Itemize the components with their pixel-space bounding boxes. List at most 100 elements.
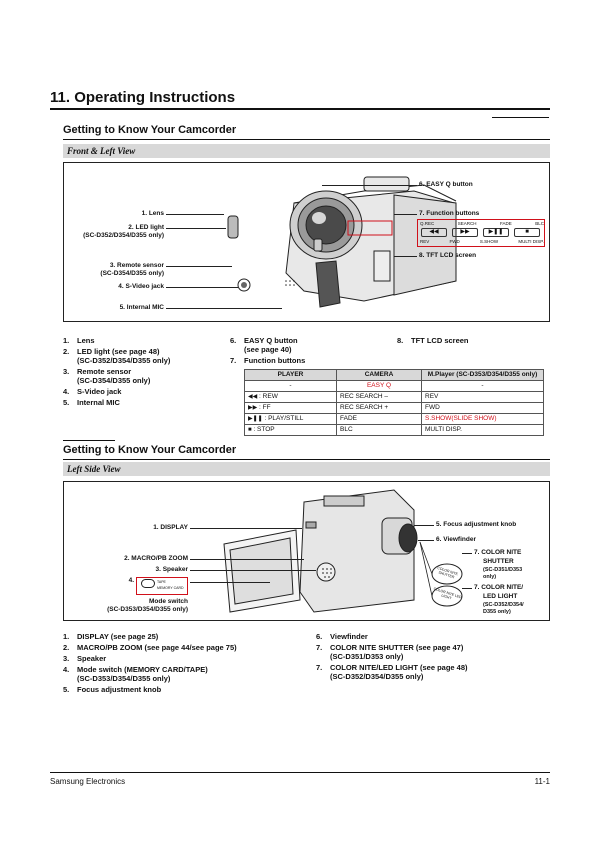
table-row: ◀◀ : REW REC SEARCH – REV <box>244 391 544 403</box>
camera-cell: BLC <box>336 424 422 436</box>
mode-switch-knob <box>141 579 155 588</box>
leader-line <box>462 553 472 554</box>
callout-function-buttons: 7. Function buttons <box>419 210 480 217</box>
fast-forward-button[interactable]: ▶▶ <box>452 228 478 237</box>
footer-rule <box>50 772 550 773</box>
callout-remote-models: (SC-D354/D355 only) <box>100 270 164 277</box>
play-pause-icon: ▶❚❚ <box>248 416 263 422</box>
callout-viewfinder: 6. Viewfinder <box>436 536 476 543</box>
table-row: ▶▶ : FF REC SEARCH + FWD <box>244 402 544 414</box>
callout-nite-led-models: (SC-D352/D354/ <box>483 602 524 608</box>
section-divider-mark <box>63 440 115 441</box>
callout-nite-led-2: LED LIGHT <box>483 593 518 600</box>
leader-line <box>394 214 417 215</box>
mplayer-cell: FWD <box>421 402 544 414</box>
list-item: 1.DISPLAY (see page 25) <box>63 632 159 641</box>
leader-line <box>166 214 224 215</box>
section2-rule <box>63 459 550 460</box>
table-row: ■ : STOP BLC MULTI DISP. <box>244 424 544 436</box>
front-view-figure: 1. Lens 2. LED light (SC-D352/D354/D355 … <box>63 162 550 322</box>
mplayer-cell: REV <box>421 391 544 403</box>
footer-page-number: 11-1 <box>534 777 550 786</box>
callout-macro: 2. MACRO/PB ZOOM <box>124 555 188 562</box>
player-cell: ■ : STOP <box>244 424 337 436</box>
callout-svideo: 4. S-Video jack <box>118 283 164 290</box>
camcorder-front-illustration <box>227 176 457 308</box>
table-header: PLAYER <box>244 369 337 381</box>
mode-switch-graphic: TAPE MEMORY CARD <box>136 577 188 595</box>
stop-icon: ■ <box>248 427 252 433</box>
func-top-label: FADE <box>499 221 512 226</box>
callout-nite-shutter-models: (SC-D351/D353 <box>483 567 523 573</box>
table-header-row: PLAYER CAMERA M.Player (SC-D353/D354/D35… <box>244 369 544 381</box>
list-item: 2.MACRO/PB ZOOM (see page 44/see page 75… <box>63 643 237 652</box>
rewind-icon: ◀◀ <box>248 394 258 400</box>
func-bottom-label: S.SHOW <box>479 239 499 244</box>
section2-list-col2: 6.Viewfinder 7.COLOR NITE SHUTTER (see p… <box>316 632 546 683</box>
func-top-label: BLC <box>535 221 544 226</box>
stop-button[interactable]: ■ <box>514 228 540 237</box>
callout-nite-led-models-2: D355 only) <box>483 609 511 615</box>
list-item: 6.EASY Q button(see page 40) <box>230 336 298 354</box>
leader-line <box>322 185 417 186</box>
list-item: 7.COLOR NITE/LED LIGHT (see page 48)(SC-… <box>316 663 468 681</box>
callout-nite-led: 7. COLOR NITE/ <box>474 584 524 591</box>
section2-list-col1: 1.DISPLAY (see page 25) 2.MACRO/PB ZOOM … <box>63 632 303 696</box>
callout-tft: 8. TFT LCD screen <box>419 252 477 259</box>
player-cell: ▶▶ : FF <box>244 402 337 414</box>
left-side-view-figure: COLOR NITE SHUTTER COLOR NITE LED LIGHT … <box>63 481 550 621</box>
section1-list-col1: 1.Lens 2.LED light (see page 48)(SC-D352… <box>63 336 223 409</box>
list-item: 7.Function buttons <box>230 356 306 365</box>
leader-line <box>190 559 304 560</box>
callout-speaker: 3. Speaker <box>155 566 188 573</box>
mplayer-cell: S.SHOW(SLIDE SHOW) <box>421 413 544 425</box>
func-bottom-label: FWD <box>449 239 460 244</box>
chapter-title: 11. Operating Instructions <box>50 89 236 106</box>
section1-list-col2: 6.EASY Q button(see page 40) 7.Function … <box>230 336 380 367</box>
section2-subheader: Left Side View <box>63 462 550 476</box>
leader-line <box>166 287 238 288</box>
func-top-labels: Q.REC SEARCH FADE BLC <box>420 221 544 226</box>
list-item: 2.LED light (see page 48)(SC-D352/D354/D… <box>63 347 171 365</box>
func-bottom-label: REV <box>420 239 430 244</box>
camera-cell: REC SEARCH + <box>336 402 422 414</box>
function-buttons-panel: Q.REC SEARCH FADE BLC ◀◀ ▶▶ ▶❚❚ ■ REV FW… <box>417 219 545 247</box>
camera-cell: REC SEARCH – <box>336 391 422 403</box>
callout-nite-shutter-2: SHUTTER <box>483 558 514 565</box>
leader-line <box>166 228 226 229</box>
func-top-label: Q.REC <box>420 221 435 226</box>
leader-line <box>414 525 434 526</box>
func-top-label: SEARCH <box>457 221 477 226</box>
callout-led-light: 2. LED light <box>128 224 164 231</box>
table-header: CAMERA <box>336 369 422 381</box>
leader-line <box>418 540 434 541</box>
chapter-rule <box>50 108 550 110</box>
callout-lens: 1. Lens <box>141 210 164 217</box>
leader-line <box>190 582 270 583</box>
list-item: 3.Speaker <box>63 654 107 663</box>
list-item: 8.TFT LCD screen <box>397 336 469 345</box>
leader-line <box>190 528 302 529</box>
player-cell: ◀◀ : REW <box>244 391 337 403</box>
section1-rule <box>63 139 550 140</box>
section1-title: Getting to Know Your Camcorder <box>63 124 237 136</box>
list-item: 5.Internal MIC <box>63 398 120 407</box>
callout-focus: 5. Focus adjustment knob <box>436 521 517 528</box>
play-still-button[interactable]: ▶❚❚ <box>483 228 509 237</box>
player-cell: ▶❚❚ : PLAY/STILL <box>244 413 337 425</box>
callout-nite-shutter-models-2: only) <box>483 574 497 580</box>
list-item: 6.Viewfinder <box>316 632 368 641</box>
leader-line <box>462 588 472 589</box>
table-row: - EASY Q - <box>244 380 544 392</box>
callout-mic: 5. Internal MIC <box>119 304 164 311</box>
camera-cell: FADE <box>336 413 422 425</box>
func-bottom-labels: REV FWD S.SHOW MULTI DISP. <box>420 239 544 244</box>
callout-display: 1. DISPLAY <box>153 524 188 531</box>
table-row: ▶❚❚ : PLAY/STILL FADE S.SHOW(SLIDE SHOW) <box>244 413 544 425</box>
rewind-button[interactable]: ◀◀ <box>421 228 447 237</box>
section1-subheader: Front & Left View <box>63 144 550 158</box>
callout-mode-num: 4. <box>128 577 134 584</box>
callout-led-models: (SC-D352/D354/D355 only) <box>83 232 164 239</box>
list-item: 1.Lens <box>63 336 95 345</box>
corner-mark <box>492 117 549 118</box>
